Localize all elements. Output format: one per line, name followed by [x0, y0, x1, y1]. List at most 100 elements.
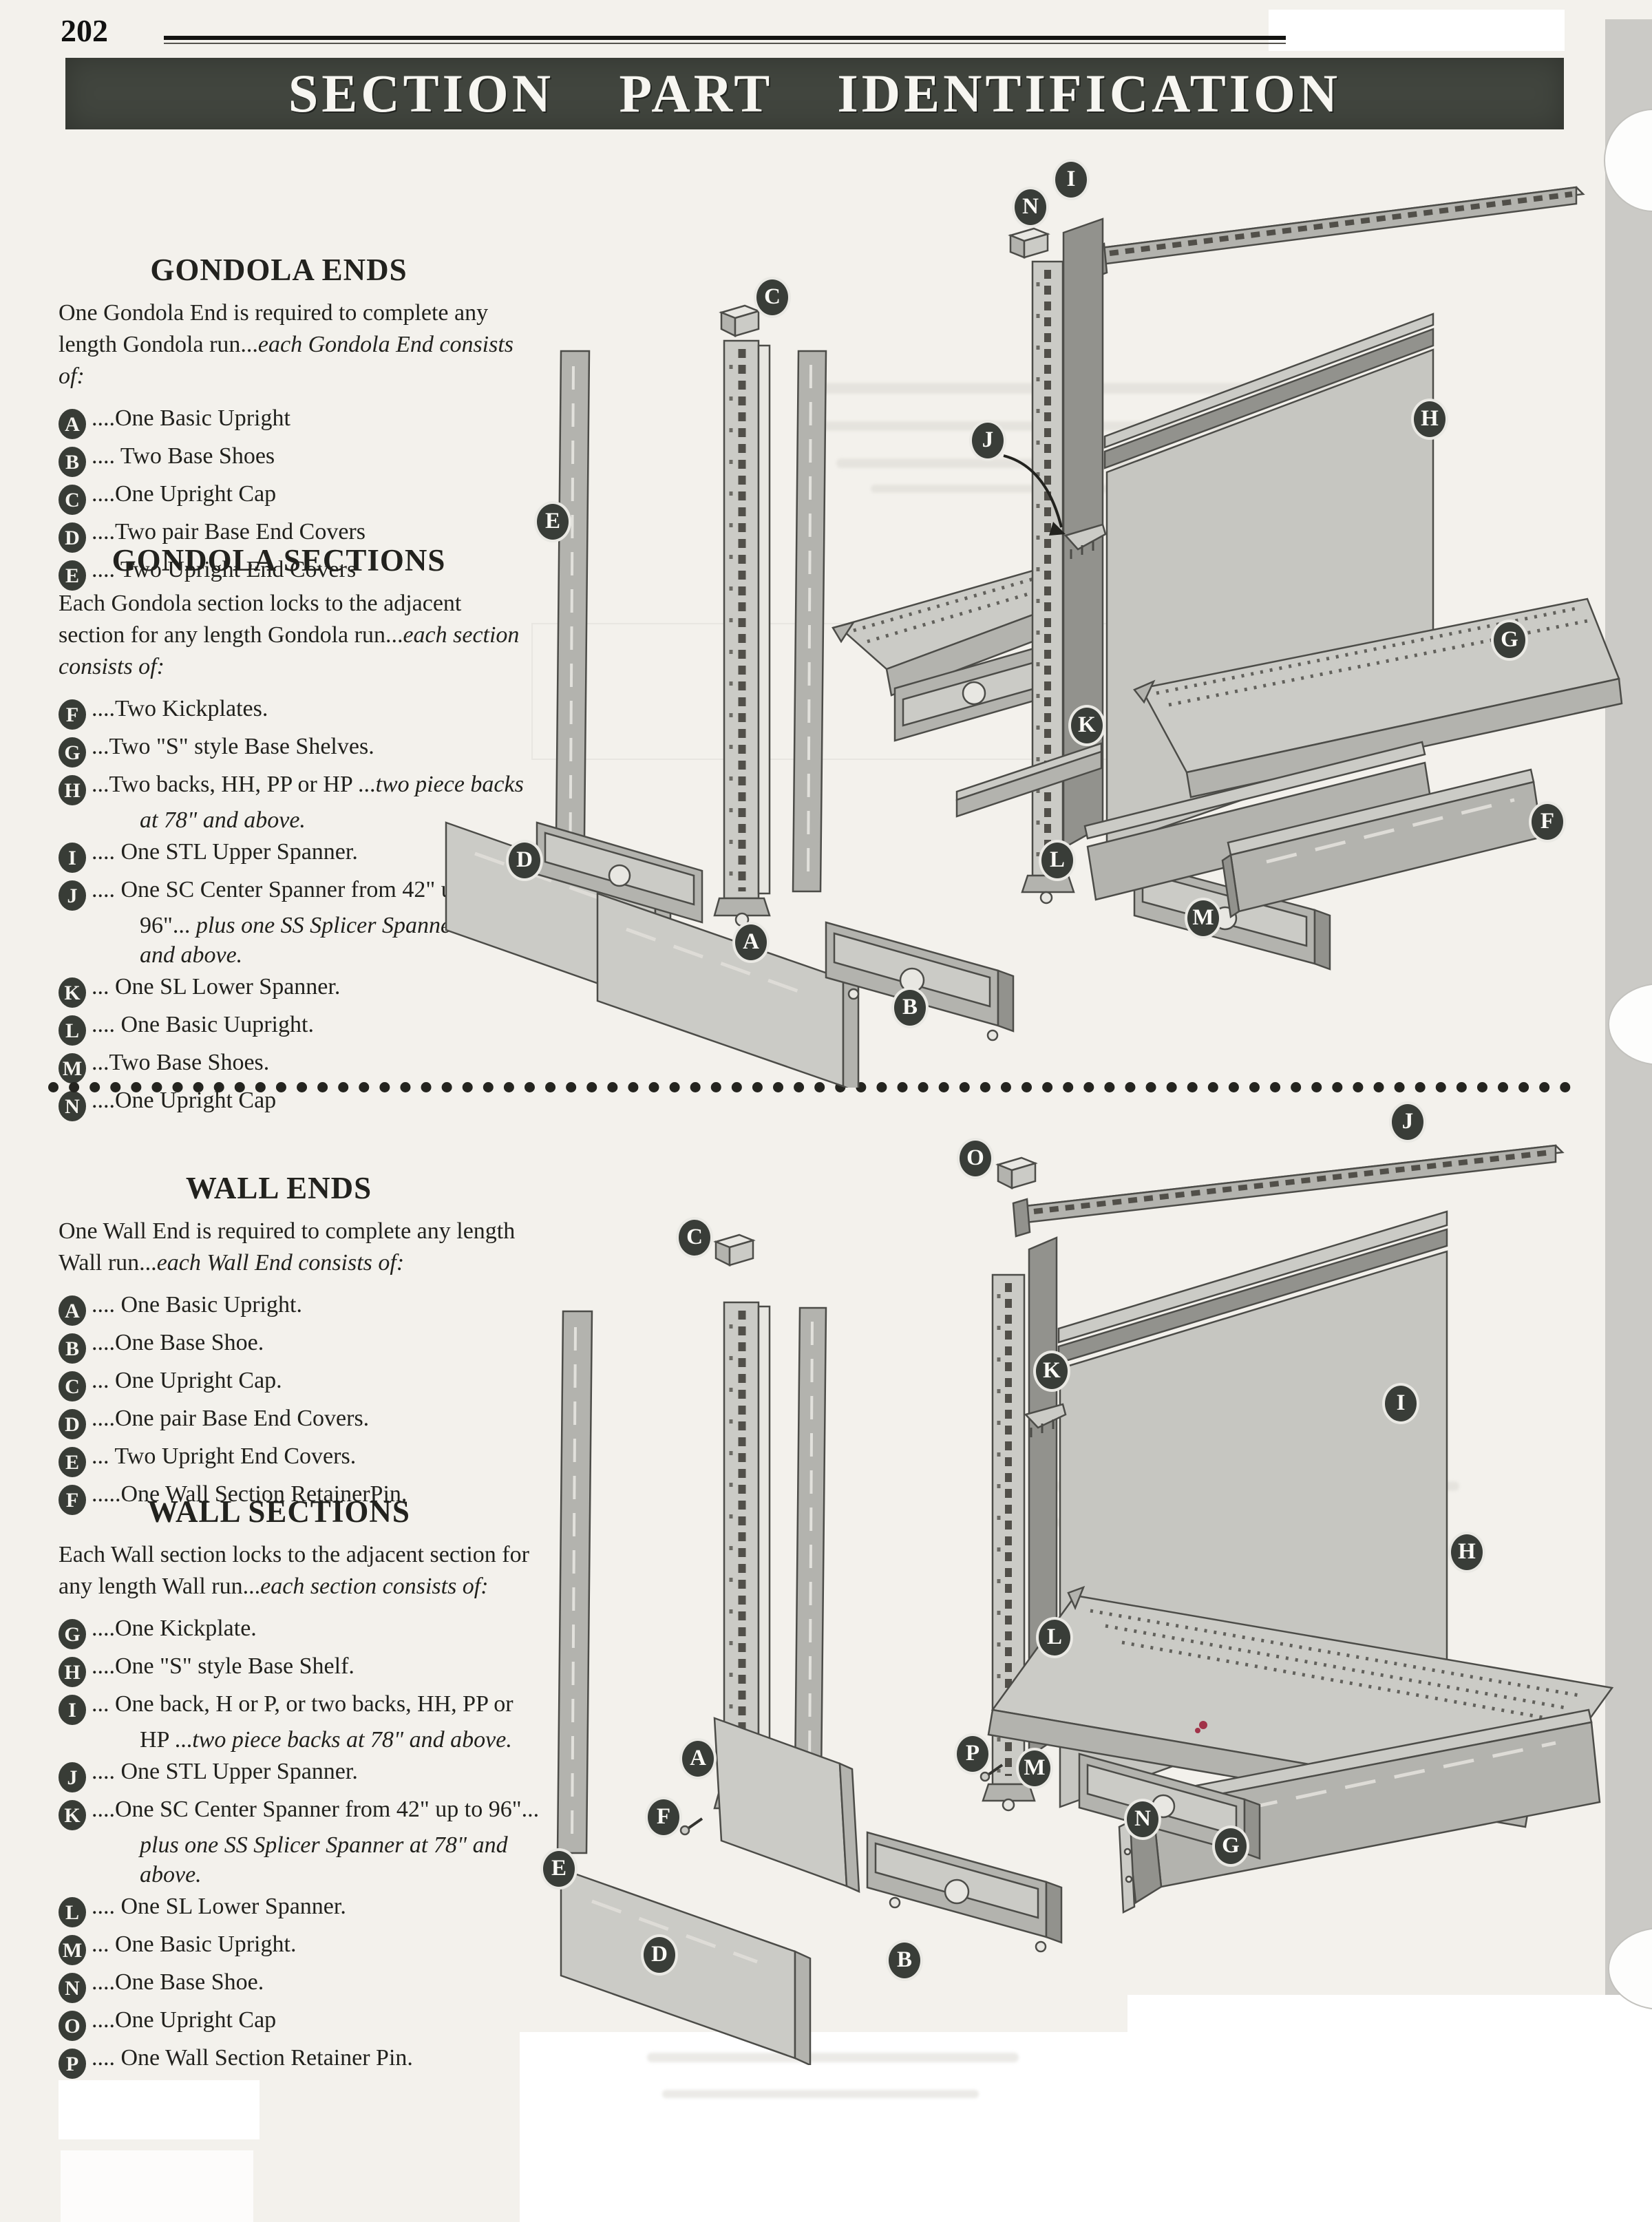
gondola-base-shoe-b [825, 921, 1015, 1041]
part-letter-badge: K [59, 977, 86, 1008]
gondola-ends-title: GONDOLA ENDS [150, 253, 407, 287]
wall-ends-title: WALL ENDS [185, 1171, 372, 1205]
part-letter-badge: C [59, 1371, 86, 1401]
diagram-part-letter: P [965, 1741, 980, 1766]
part-letter-badge: H [59, 1657, 86, 1687]
part-letter-badge: M [59, 1053, 86, 1083]
part-list-item: O....One Upright Cap [59, 2005, 540, 2041]
wall-base-end-cover-center [713, 1717, 860, 1893]
diagram-part-label: L [1039, 840, 1076, 881]
part-list-item: C....One Upright Cap [59, 479, 540, 515]
part-list-item: M...Two Base Shoes. [59, 1048, 533, 1083]
wall-sections-list: G....One Kickplate.H....One "S" style Ba… [59, 1613, 540, 2079]
gondola-sections-list: F....Two Kickplates.G...Two "S" style Ba… [59, 694, 533, 1121]
part-list-item: H...Two backs, HH, PP or HP ...two piece… [59, 770, 533, 835]
diagram-part-letter: C [764, 284, 781, 309]
diagram-part-letter: H [1458, 1539, 1476, 1564]
diagram-part-letter: A [743, 929, 759, 954]
diagram-part-letter: B [896, 1947, 912, 1972]
part-letter-badge: F [59, 1485, 86, 1515]
part-list-item: J.... One STL Upper Spanner. [59, 1757, 540, 1792]
part-text: .... One STL Upper Spanner. [92, 1759, 358, 1784]
part-list-item: D....One pair Base End Covers. [59, 1404, 540, 1439]
part-list-item: P.... One Wall Section Retainer Pin. [59, 2043, 540, 2079]
part-text: ...Two Base Shoes. [92, 1050, 270, 1075]
diagram-part-label: I [1052, 159, 1090, 200]
part-letter-badge: L [59, 1015, 86, 1046]
wall-base-shoe-b [866, 1831, 1063, 1953]
gondola-ends-section: GONDOLA ENDS One Gondola End is required… [59, 252, 540, 593]
scan-white-patch [1127, 1995, 1652, 2222]
diagram-part-letter: B [902, 995, 918, 1019]
part-letter-badge: K [59, 1800, 86, 1830]
diagram-part-label: D [641, 1934, 678, 1976]
diagram-part-letter: N [1022, 194, 1039, 219]
diagram-part-label: C [754, 277, 791, 318]
part-list-item: F.....One Wall Section RetainerPin. [59, 1479, 540, 1515]
intro-italic: each section consists of: [260, 1574, 489, 1599]
gondola-exploded-diagram-graphic [445, 186, 1623, 1094]
diagram-part-letter: A [690, 1746, 706, 1770]
wall-center-spanner-bracket [1024, 1403, 1067, 1437]
diagram-part-letter: M [1024, 1755, 1046, 1780]
wall-retainer-pin-p [979, 1764, 1004, 1782]
wall-ends-intro: One Wall End is required to complete any… [59, 1216, 540, 1279]
diagram-part-label: F [1529, 801, 1566, 843]
part-text: ... One SL Lower Spanner. [92, 974, 341, 999]
diagram-part-label: H [1411, 399, 1448, 440]
part-letter-badge: O [59, 2011, 86, 2041]
wall-basic-upright-a [713, 1301, 772, 1820]
part-letter-badge: G [59, 737, 86, 768]
part-text: ....One Upright Cap [92, 481, 277, 507]
part-letter-badge: N [59, 1091, 86, 1121]
bleed-through-line [662, 2090, 979, 2098]
intro-italic: each section consists of: [59, 622, 520, 679]
wall-sections-section: WALL SECTIONS Each Wall section locks to… [59, 1494, 540, 2081]
wall-ends-list: A.... One Basic Upright.B....One Base Sh… [59, 1290, 540, 1515]
part-list-item: E.... Two Upright End Covers [59, 555, 540, 591]
wall-kickplate-g [1101, 1708, 1601, 1914]
scan-edge-band [1605, 19, 1652, 2167]
bleed-through-line [647, 2053, 1019, 2062]
part-letter-badge: L [59, 1897, 86, 1927]
gondola-lower-spanner [955, 742, 1103, 818]
gondola-kickplate-f [1221, 768, 1543, 919]
diagram-part-letter: K [1043, 1358, 1061, 1383]
header-rule [164, 36, 1286, 40]
part-letter-badge: E [59, 560, 86, 591]
part-text: ....One SC Center Spanner from 42" up to… [92, 1797, 540, 1822]
part-text: ... Two Upright End Covers. [92, 1443, 357, 1469]
gondola-upper-spanner [1092, 186, 1585, 278]
part-letter-badge: F [59, 699, 86, 730]
gondola-upright-cap-n [1008, 227, 1050, 259]
part-letter-badge: D [59, 522, 86, 553]
part-list-item: B.... Two Base Shoes [59, 441, 540, 477]
diagram-part-label: G [1212, 1826, 1249, 1867]
diagram-part-label: J [969, 420, 1006, 461]
part-letter-badge: J [59, 880, 86, 911]
diagram-part-label: J [1389, 1101, 1426, 1143]
diagram-part-letter: N [1134, 1806, 1151, 1831]
diagram-part-letter: J [1401, 1109, 1414, 1134]
diagram-part-label: A [679, 1738, 717, 1779]
diagram-part-label: E [540, 1848, 578, 1890]
part-text: .... Two Upright End Covers [92, 557, 357, 582]
scan-white-patch [59, 2080, 260, 2139]
part-list-item: N....One Base Shoe. [59, 1967, 540, 2003]
intro-italic: each Wall End consists of: [156, 1250, 405, 1276]
diagram-part-letter: I [1396, 1390, 1406, 1415]
part-text: ....One Upright Cap [92, 2007, 277, 2033]
intro-text: One Gondola End is required to complete … [59, 300, 489, 357]
gondola-upright-end-cover-right [792, 350, 827, 893]
part-letter-badge: I [59, 843, 86, 873]
part-text: ....One Kickplate. [92, 1616, 257, 1641]
diagram-part-label: N [1012, 187, 1049, 228]
part-text: ...Two "S" style Base Shelves. [92, 734, 374, 759]
wall-upper-spanner [1012, 1144, 1565, 1238]
part-letter-badge: B [59, 447, 86, 477]
wall-upright-end-cover-left [556, 1310, 593, 1854]
